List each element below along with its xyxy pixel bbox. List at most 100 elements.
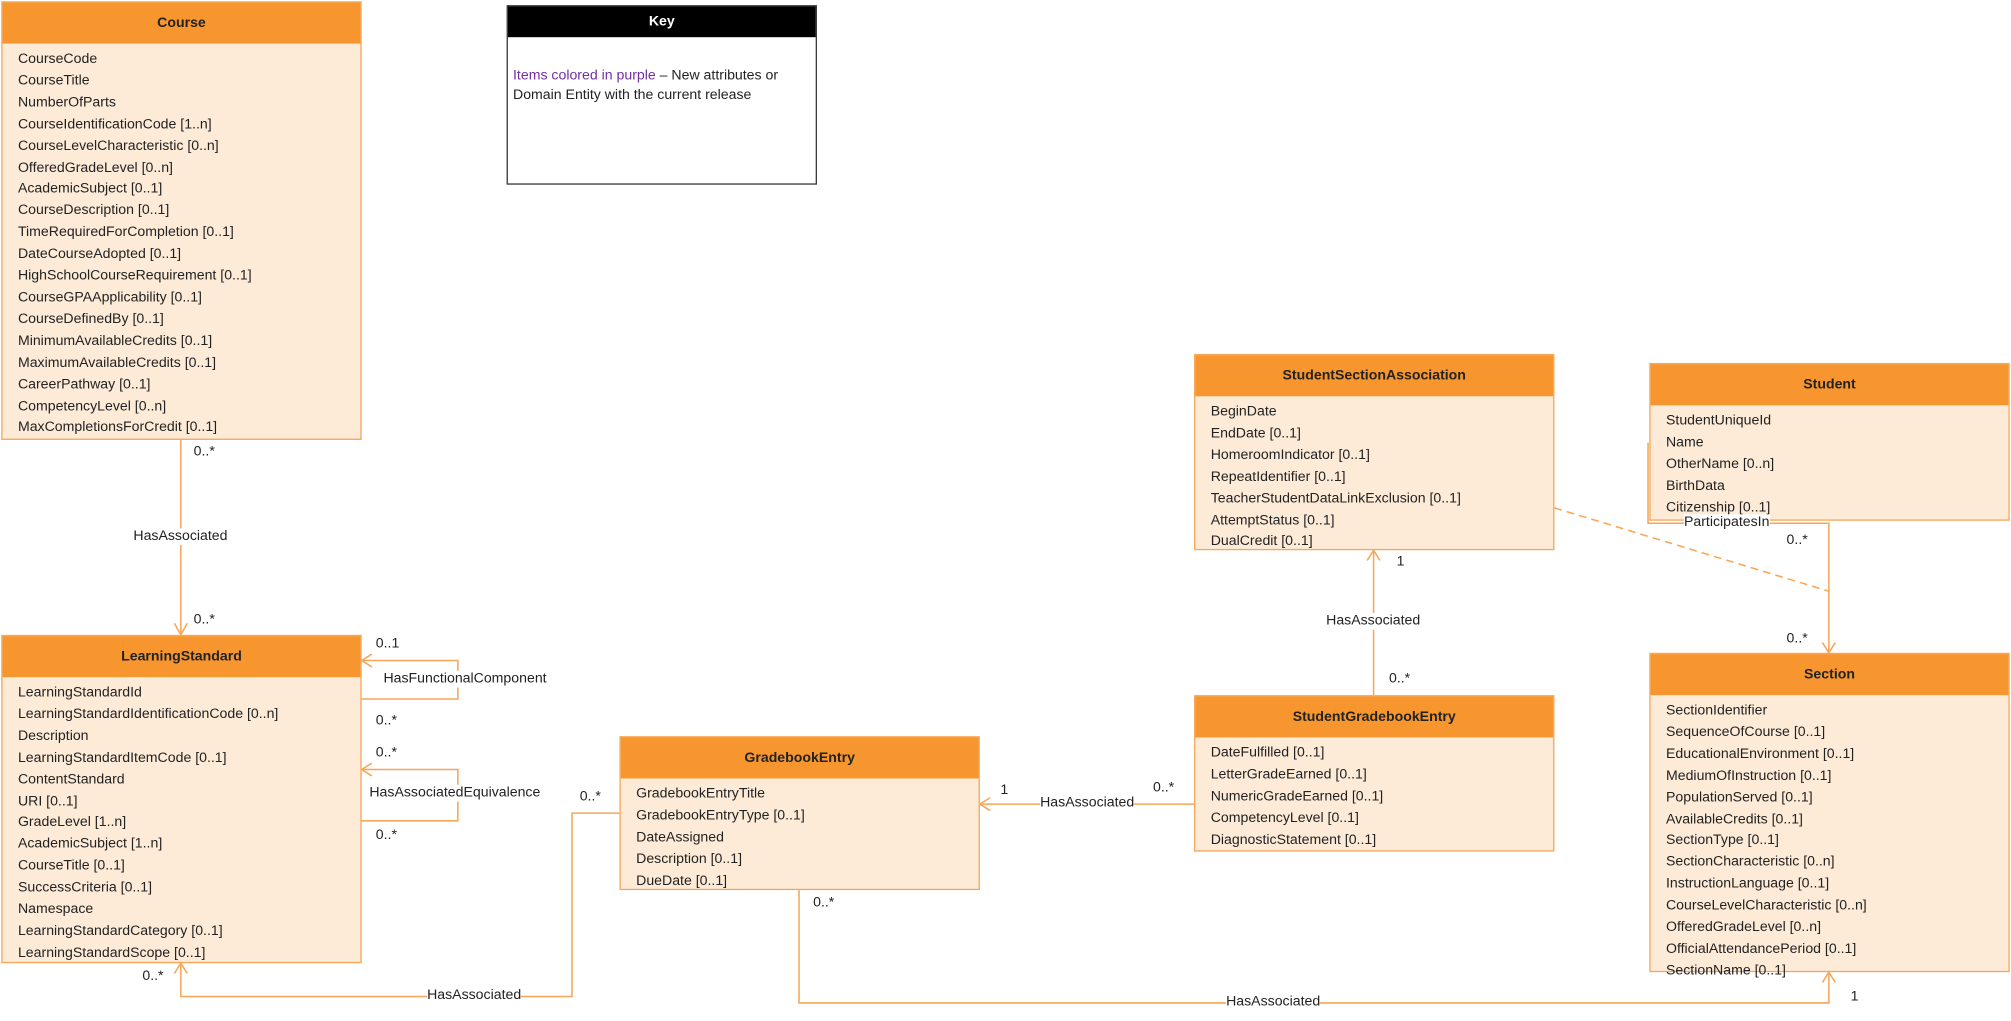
card-sgbe-ssa-ssa: 1	[1396, 554, 1405, 570]
attribute: Description [0..1]	[636, 851, 742, 867]
attribute: MaximumAvailableCredits [0..1]	[17, 354, 217, 371]
rel-label-course-ls: HasAssociated	[133, 528, 228, 546]
entity-title: Course	[2, 2, 361, 44]
attribute: GradebookEntryType [0..1]	[636, 807, 805, 824]
attribute: Namespace	[17, 901, 94, 918]
attribute: HighSchoolCourseRequirement [0..1]	[17, 268, 252, 284]
card-equivalence-a: 0..*	[375, 745, 397, 761]
legend-description: – New attributes or Domain Entity with t…	[513, 67, 779, 103]
attribute: GradebookEntryTitle	[636, 786, 766, 802]
entity-title: StudentGradebookEntry	[1195, 696, 1554, 738]
rel-label-sgbe-gbe: HasAssociated	[1040, 795, 1135, 812]
attribute: AcademicSubject [1..n]	[17, 836, 163, 853]
attribute: CourseCode	[17, 51, 98, 67]
attribute: LearningStandardCategory [0..1]	[17, 923, 223, 939]
connector-association-dashed	[1554, 507, 1830, 592]
card-functional-b: 0..*	[375, 713, 397, 729]
attribute: StudentUniqueId	[1665, 412, 1772, 429]
rel-label-gbe-ls: HasAssociated	[427, 987, 522, 1005]
attribute: Description	[17, 728, 89, 744]
attribute: OfferedGradeLevel [0..n]	[1665, 919, 1822, 936]
attribute: CourseDefinedBy [0..1]	[17, 311, 164, 327]
attribute: SequenceOfCourse [0..1]	[1665, 724, 1826, 740]
attribute: OfficialAttendancePeriod [0..1]	[1665, 941, 1857, 957]
entity-title: LearningStandard	[2, 636, 361, 678]
attribute: SuccessCriteria [0..1]	[17, 880, 153, 896]
card-gbe-ls-gbe: 0..*	[579, 788, 601, 805]
attribute: DualCredit [0..1]	[1210, 534, 1313, 550]
entity-title: Student	[1650, 364, 2009, 406]
attribute: SectionType [0..1]	[1665, 832, 1779, 849]
attribute: CareerPathway [0..1]	[17, 376, 151, 392]
arrowhead-functional	[360, 653, 373, 668]
attribute: CourseIdentificationCode [1..n]	[17, 116, 212, 132]
attribute: SectionName [0..1]	[1665, 963, 1786, 979]
attribute: ContentStandard	[17, 771, 125, 787]
entity-student-gradebook-entry[interactable]: StudentGradebookEntry DateFulfilled [0..…	[1194, 695, 1555, 852]
entity-title: GradebookEntry	[620, 737, 979, 779]
attribute: NumberOfParts	[17, 94, 116, 111]
card-functional-a: 0..1	[375, 636, 400, 652]
attribute: DateAssigned	[636, 829, 724, 845]
attribute: CourseLevelCharacteristic [0..n]	[1665, 897, 1867, 914]
attribute: CourseLevelCharacteristic [0..n]	[17, 138, 219, 154]
attribute: LearningStandardId	[17, 684, 142, 701]
attribute: CompetencyLevel [0..1]	[1210, 810, 1359, 826]
attribute: AvailableCredits [0..1]	[1665, 811, 1803, 827]
card-sgbe-gbe-gbe: 1	[1000, 782, 1009, 798]
attribute: CompetencyLevel [0..n]	[17, 398, 167, 414]
attribute: MinimumAvailableCredits [0..1]	[17, 333, 213, 349]
attribute: DateCourseAdopted [0..1]	[17, 246, 182, 262]
attribute: RepeatIdentifier [0..1]	[1210, 469, 1346, 485]
attribute: EndDate [0..1]	[1210, 425, 1301, 442]
attribute: MediumOfInstruction [0..1]	[1665, 767, 1832, 784]
rel-label-functional: HasFunctionalComponent	[383, 670, 547, 688]
card-gbe-section-gbe: 0..*	[813, 895, 835, 911]
attribute: CourseTitle [0..1]	[17, 858, 125, 874]
arrowhead-section-top	[1821, 642, 1836, 655]
attribute: SectionIdentifier	[1665, 702, 1768, 719]
card-gbe-ls-ls: 0..*	[142, 968, 164, 984]
legend-key: Key Items colored in purple – New attrib…	[506, 5, 817, 185]
attribute: DateFulfilled [0..1]	[1210, 745, 1325, 761]
attribute: CourseTitle	[17, 72, 90, 89]
attribute: GradeLevel [1..n]	[17, 814, 127, 831]
card-student-section-section: 0..*	[1786, 630, 1808, 647]
card-gbe-section-section: 1	[1850, 988, 1859, 1005]
rel-label-equivalence: HasAssociatedEquivalence	[369, 784, 541, 802]
card-student-section-student: 0..*	[1786, 532, 1808, 548]
attribute: TimeRequiredForCompletion [0..1]	[17, 224, 234, 241]
attribute: OtherName [0..n]	[1665, 456, 1775, 472]
connector-gbe-ls	[180, 812, 620, 998]
attribute: TeacherStudentDataLinkExclusion [0..1]	[1210, 490, 1461, 507]
arrowhead-ls-bottom	[173, 961, 188, 974]
attribute: BirthData	[1665, 478, 1725, 494]
attribute: URI [0..1]	[17, 793, 78, 809]
attribute: InstructionLanguage [0..1]	[1665, 876, 1830, 892]
card-sgbe-gbe-sgbe: 0..*	[1152, 779, 1175, 796]
attribute: Citizenship [0..1]	[1665, 499, 1771, 516]
attribute: SectionCharacteristic [0..n]	[1665, 854, 1835, 870]
rel-label-student-section: ParticipatesIn	[1683, 514, 1770, 531]
attribute: LearningStandardItemCode [0..1]	[17, 749, 227, 766]
attribute: NumericGradeEarned [0..1]	[1210, 788, 1384, 804]
card-course-ls-from: 0..*	[193, 443, 215, 460]
attribute: LearningStandardIdentificationCode [0..n…	[17, 706, 279, 722]
attribute: Name	[1665, 434, 1704, 451]
attribute: EducationalEnvironment [0..1]	[1665, 746, 1855, 762]
attribute: AcademicSubject [0..1]	[17, 181, 163, 197]
attribute: LearningStandardScope [0..1]	[17, 945, 206, 961]
card-sgbe-ssa-sgbe: 0..*	[1388, 670, 1411, 687]
attribute: HomeroomIndicator [0..1]	[1210, 447, 1370, 463]
